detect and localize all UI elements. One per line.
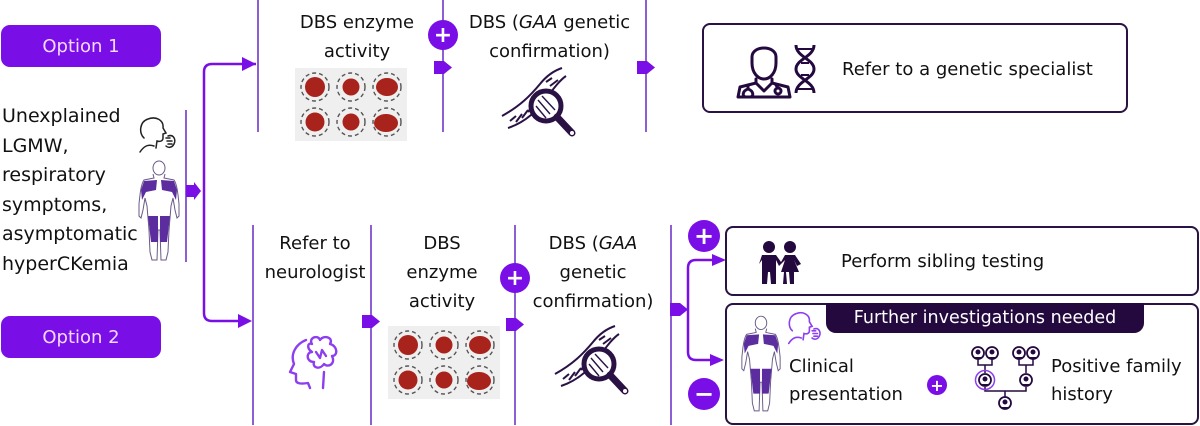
label-line: enzyme <box>406 262 478 283</box>
symptom-line: symptoms, <box>2 193 108 216</box>
further-investigations-banner: Further investigations needed <box>826 303 1144 333</box>
option1-divider <box>257 0 259 132</box>
gene-name: GAA <box>598 233 638 254</box>
plus-icon: + <box>927 375 947 395</box>
refer-genetic-specialist-text: Refer to a genetic specialist <box>842 59 1093 80</box>
option2-step-genetic-label: DBS (GAA genetic confirmation) <box>518 229 668 316</box>
family-pedigree-icon <box>971 346 1040 410</box>
option1-step-enzyme-label: DBS enzyme activity <box>262 8 452 66</box>
option-2-label: Option 2 <box>1 316 161 358</box>
dna-magnifier-icon <box>501 67 576 137</box>
clinical-presentation-text: Clinical presentation <box>789 353 903 409</box>
further-investigations-box: Further investigations needed Clinical p… <box>725 303 1199 425</box>
label-line: presentation <box>789 384 903 405</box>
label-line: Refer to <box>279 233 351 254</box>
dna-icon <box>794 44 816 94</box>
gene-name: GAA <box>518 12 558 33</box>
label-line: Positive family <box>1051 356 1182 377</box>
plus-icon: + <box>428 20 458 50</box>
label-line: activity <box>408 291 476 312</box>
family-history-text: Positive family history <box>1051 353 1182 409</box>
cough-icon <box>787 312 821 345</box>
option2-step-neurologist-label: Refer to neurologist <box>254 229 376 287</box>
label-text: DBS ( <box>468 12 519 33</box>
blood-spots <box>393 330 495 395</box>
cough-icon <box>139 117 176 153</box>
sibling-testing-box: Perform sibling testing <box>725 226 1199 296</box>
symptom-line: hyperCKemia <box>2 252 129 275</box>
arrow-right-icon <box>186 182 201 200</box>
option-branch-connector <box>202 57 256 328</box>
symptom-line: asymptomatic <box>2 223 138 245</box>
blood-spots <box>300 72 402 137</box>
presenting-symptoms: Unexplained LGMW, respiratory symptoms, … <box>2 102 138 279</box>
sibling-testing-text: Perform sibling testing <box>841 251 1045 272</box>
brain-head-icon <box>288 335 338 390</box>
arrow-right-icon <box>506 318 524 331</box>
label-line: DBS <box>423 233 461 254</box>
siblings-icon <box>759 241 801 284</box>
dried-blood-spot-card-icon <box>295 68 407 141</box>
muscle-body-icon <box>741 315 781 412</box>
arrow-right-icon <box>637 61 655 74</box>
label-line: neurologist <box>264 262 366 283</box>
symptom-line: LGMW, <box>2 134 69 157</box>
label-line: DBS (GAA genetic <box>452 8 647 37</box>
negative-result-icon: − <box>688 378 720 410</box>
arrow-right-icon <box>362 315 380 328</box>
option1-step-genetic-label: DBS (GAA genetic confirmation) <box>452 8 647 66</box>
doctor-icon <box>736 46 792 99</box>
label-line: genetic <box>559 262 627 283</box>
label-line: DBS enzyme <box>299 12 415 33</box>
arrow-right-icon <box>434 61 452 74</box>
label-line: DBS (GAA <box>518 229 668 258</box>
refer-genetic-specialist-box: Refer to a genetic specialist <box>702 23 1128 113</box>
dried-blood-spot-card-icon <box>388 326 500 399</box>
symptom-line: respiratory <box>2 164 106 186</box>
label-text: genetic <box>557 12 631 33</box>
option2-divider <box>670 225 672 425</box>
label-text: DBS ( <box>548 233 599 254</box>
label-line: history <box>1051 384 1113 405</box>
dna-magnifier-icon <box>554 325 629 395</box>
label-line: confirmation) <box>532 291 654 312</box>
label-line: Clinical <box>789 356 854 377</box>
label-line: activity <box>323 41 391 62</box>
muscle-body-icon <box>138 160 180 261</box>
option2-step-enzyme-label: DBS enzyme activity <box>374 229 510 316</box>
label-line: confirmation) <box>489 41 610 62</box>
option-1-label: Option 1 <box>1 25 161 67</box>
plus-icon: + <box>500 263 530 293</box>
symptom-line: Unexplained <box>2 105 121 127</box>
outcome-branch-connector <box>686 254 726 366</box>
arrow-right-icon <box>670 303 688 316</box>
option2-divider <box>252 225 254 425</box>
positive-result-icon: + <box>688 220 720 252</box>
